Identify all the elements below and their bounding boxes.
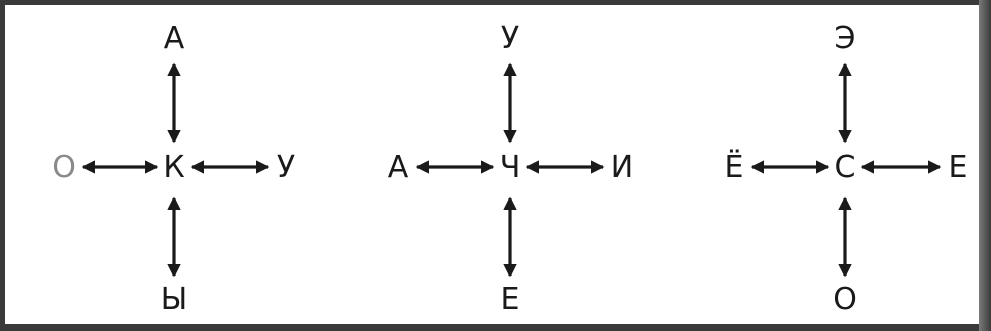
group-2-center-letter: Ч: [500, 150, 521, 185]
group-1-bottom-letter: Ы: [161, 282, 187, 317]
group-2-right-letter: И: [611, 150, 633, 185]
group-1-right-letter: У: [277, 150, 295, 185]
group-2-top-letter: У: [501, 21, 519, 56]
group-3-right-letter: Е: [949, 150, 968, 185]
group-3-left-letter: Ё: [725, 149, 744, 185]
group-2-bottom-letter: Е: [501, 282, 520, 317]
group-1-left-letter: О: [52, 150, 76, 185]
group-1-top-letter: А: [164, 21, 185, 56]
group-3-top-letter: Э: [835, 21, 856, 56]
group-2-left-letter: А: [388, 150, 409, 185]
group-3-bottom-letter: О: [833, 282, 857, 317]
syllable-group-1: А К Ы О У: [52, 21, 295, 317]
group-3-center-letter: С: [835, 150, 856, 185]
syllable-group-3: Э С О Ё Е: [725, 21, 968, 317]
syllable-group-2: У Ч Е А И: [388, 21, 633, 317]
group-1-center-letter: К: [163, 150, 184, 185]
